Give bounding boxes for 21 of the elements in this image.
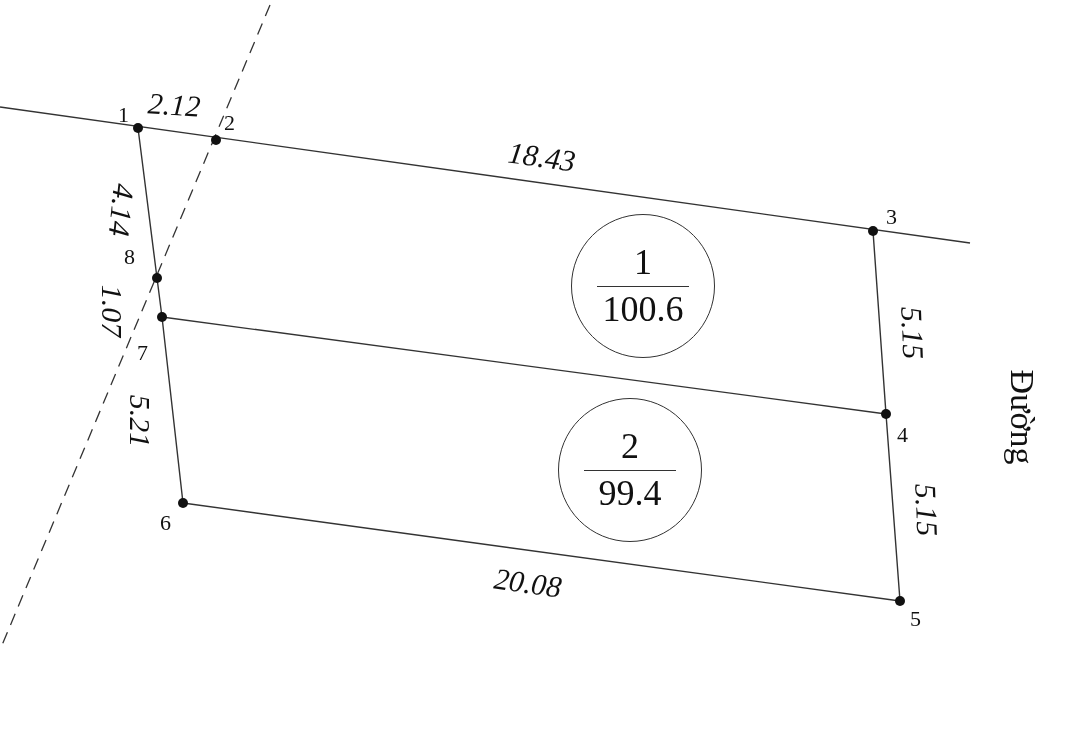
dimension-label: 5.15 xyxy=(910,483,943,537)
dimension-label: 1.07 xyxy=(97,284,128,338)
dimension-label: 20.08 xyxy=(492,563,564,603)
parcel-number: 1 xyxy=(634,242,652,284)
point-number: 2 xyxy=(224,112,235,134)
parcel-area: 100.6 xyxy=(602,288,684,330)
dimension-label: 2.12 xyxy=(147,88,202,122)
dimension-label: 18.43 xyxy=(506,137,578,177)
point-number: 7 xyxy=(137,342,148,364)
point-number: 6 xyxy=(160,512,171,534)
dimension-label: 5.15 xyxy=(896,306,929,360)
parcel-number: 2 xyxy=(621,426,639,468)
point-number: 1 xyxy=(118,104,129,126)
point-number: 3 xyxy=(886,206,897,228)
dimension-label: 4.14 xyxy=(103,182,139,238)
parcel-area: 99.4 xyxy=(598,472,662,514)
street-label: Đường xyxy=(1005,369,1040,465)
point-number: 5 xyxy=(910,608,921,630)
dimension-label: 5.21 xyxy=(125,394,156,448)
point-number: 4 xyxy=(897,424,908,446)
point-number: 8 xyxy=(124,246,135,268)
